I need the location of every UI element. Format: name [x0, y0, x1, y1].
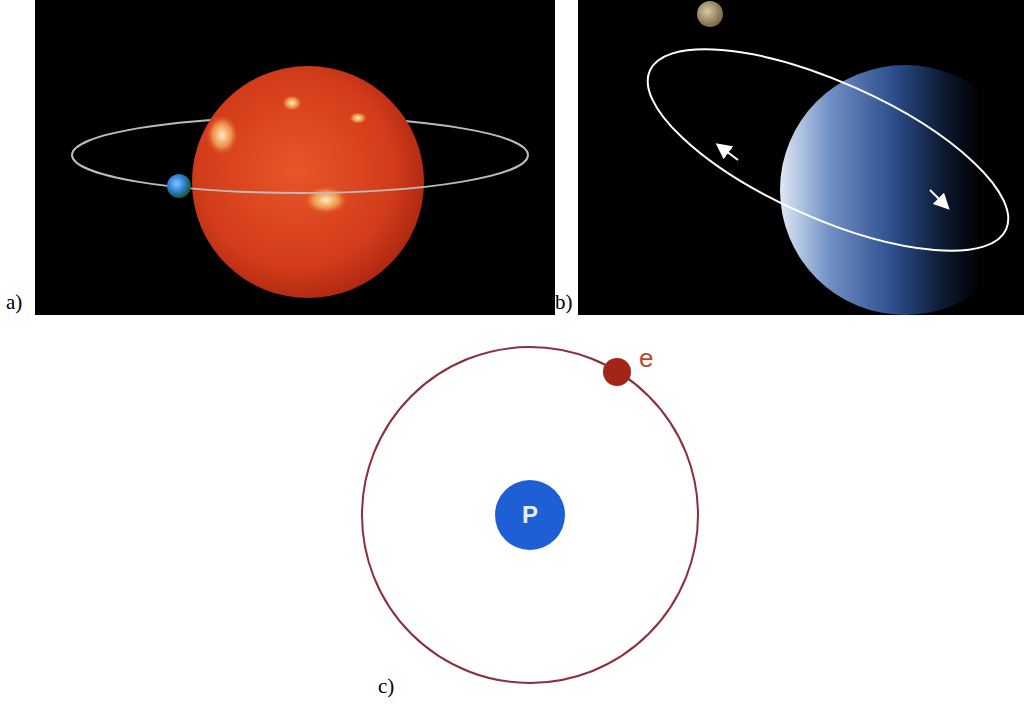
panel-letter: a): [6, 292, 22, 313]
electron-label: e: [639, 345, 653, 371]
sun-flare: [206, 115, 238, 155]
earth: [167, 174, 191, 198]
sun-flare: [282, 95, 302, 111]
orbit-front: [72, 155, 528, 193]
proton-label: P: [522, 503, 538, 527]
electron-orbit: [362, 347, 698, 683]
panel-letter: c): [378, 676, 394, 697]
orbit-arrow: [930, 190, 944, 204]
moon-orbit: [622, 9, 1024, 292]
space-background: [35, 0, 555, 315]
sun-flare: [304, 186, 348, 214]
sun-flare: [349, 112, 367, 124]
earth: [780, 65, 1024, 315]
moon: [697, 1, 723, 27]
orbit-arrow: [722, 148, 738, 160]
proton: P: [495, 480, 565, 550]
sun: [192, 66, 424, 298]
panel-letter: b): [555, 292, 573, 313]
electron: e: [603, 345, 653, 386]
